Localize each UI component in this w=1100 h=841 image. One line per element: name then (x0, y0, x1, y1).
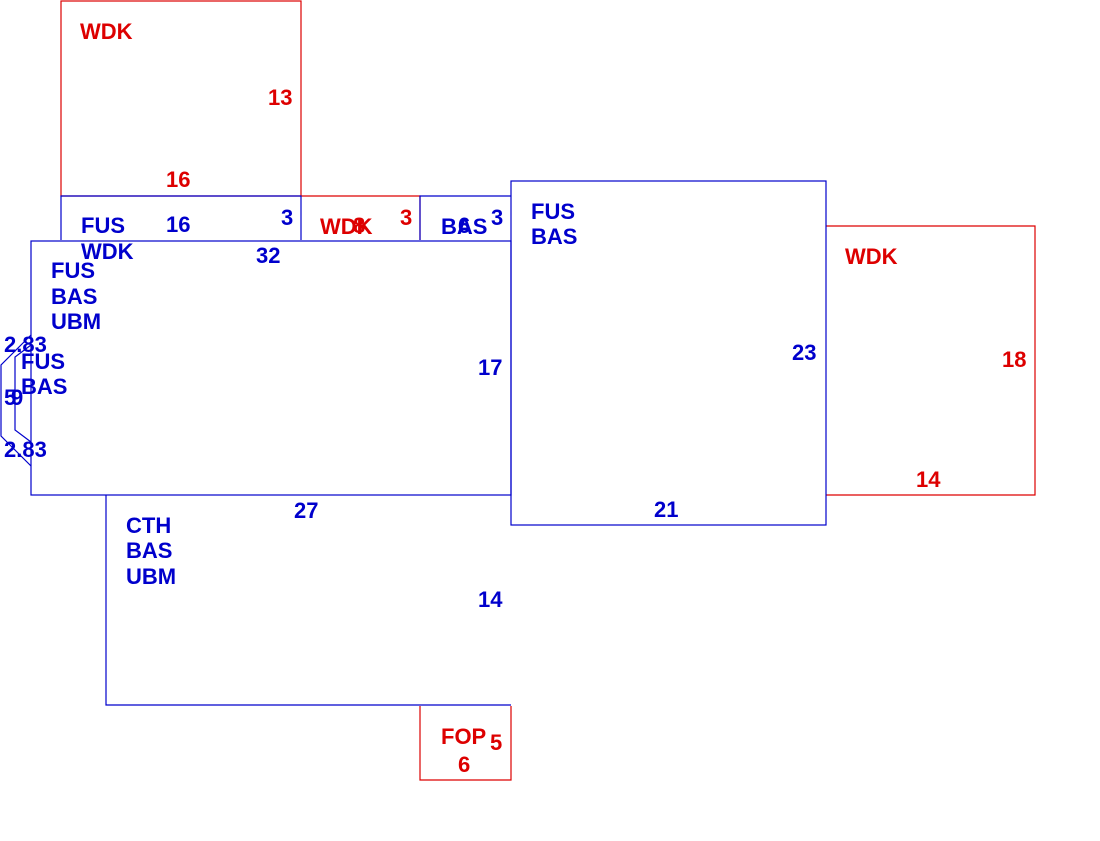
fus-bas-right-label-line2: BAS (531, 224, 577, 249)
wdk-small-dim-right: 3 (400, 205, 412, 230)
fus-wdk-dim-right: 3 (281, 205, 293, 230)
main-left-label-line3: UBM (51, 309, 101, 334)
bay-dim-left-overlap: 9 (11, 385, 23, 410)
cth-dim-right: 14 (478, 587, 503, 612)
bay-inner-outline (14, 344, 32, 443)
bas-small-dim-top: 6 (458, 213, 470, 238)
fop-outline (419, 706, 512, 781)
bas-small-label: BAS (441, 214, 487, 239)
fus-bas-right-outline (510, 180, 827, 526)
bay-dim-left: 5 (4, 385, 16, 410)
main-left-label-line1: FUS (51, 258, 95, 283)
fop-dim-right: 5 (490, 730, 502, 755)
wdk-top-label: WDK (80, 19, 133, 44)
fus-wdk-label-line1: FUS (81, 213, 125, 238)
fus-wdk-label-line2: WDK (81, 239, 134, 264)
bay-dim-upper: 2.83 (4, 332, 47, 357)
fus-wdk-outline (60, 195, 302, 240)
main-left-label-line2: BAS (51, 284, 97, 309)
cth-outline (105, 495, 511, 706)
wdk-top-dim-bottom: 16 (166, 167, 190, 192)
fop-dim-bottom: 6 (458, 752, 470, 777)
fus-wdk-dim-top: 16 (166, 212, 190, 237)
cth-dim-top: 27 (294, 498, 318, 523)
bay-dim-lower: 2.83 (4, 437, 47, 462)
bay-label-line1: FUS (21, 349, 65, 374)
fus-bas-right-dim-bottom: 21 (654, 497, 678, 522)
wdk-small-dim-top: 8 (353, 213, 365, 238)
bay-outline (0, 334, 32, 467)
wdk-small-label: WDK (320, 214, 373, 239)
wdk-right-label: WDK (845, 244, 898, 269)
wdk-right-outline (826, 225, 1036, 496)
cth-label-line3: UBM (126, 564, 176, 589)
cth-label-line2: BAS (126, 538, 172, 563)
cth-label-line1: CTH (126, 513, 171, 538)
wdk-top-dim-right: 13 (268, 85, 292, 110)
main-left-dim-right: 17 (478, 355, 502, 380)
bas-small-outline (419, 195, 511, 240)
fop-label: FOP (441, 724, 486, 749)
fus-bas-right-label-line1: FUS (531, 199, 575, 224)
bay-label-line2: BAS (21, 374, 67, 399)
fus-wdk-dim-bottom: 32 (256, 243, 280, 268)
wdk-right-dim-bottom: 14 (916, 467, 941, 492)
wdk-right-dim-right: 18 (1002, 347, 1026, 372)
fus-bas-right-dim-right: 23 (792, 340, 816, 365)
bas-small-dim-right: 3 (491, 205, 503, 230)
